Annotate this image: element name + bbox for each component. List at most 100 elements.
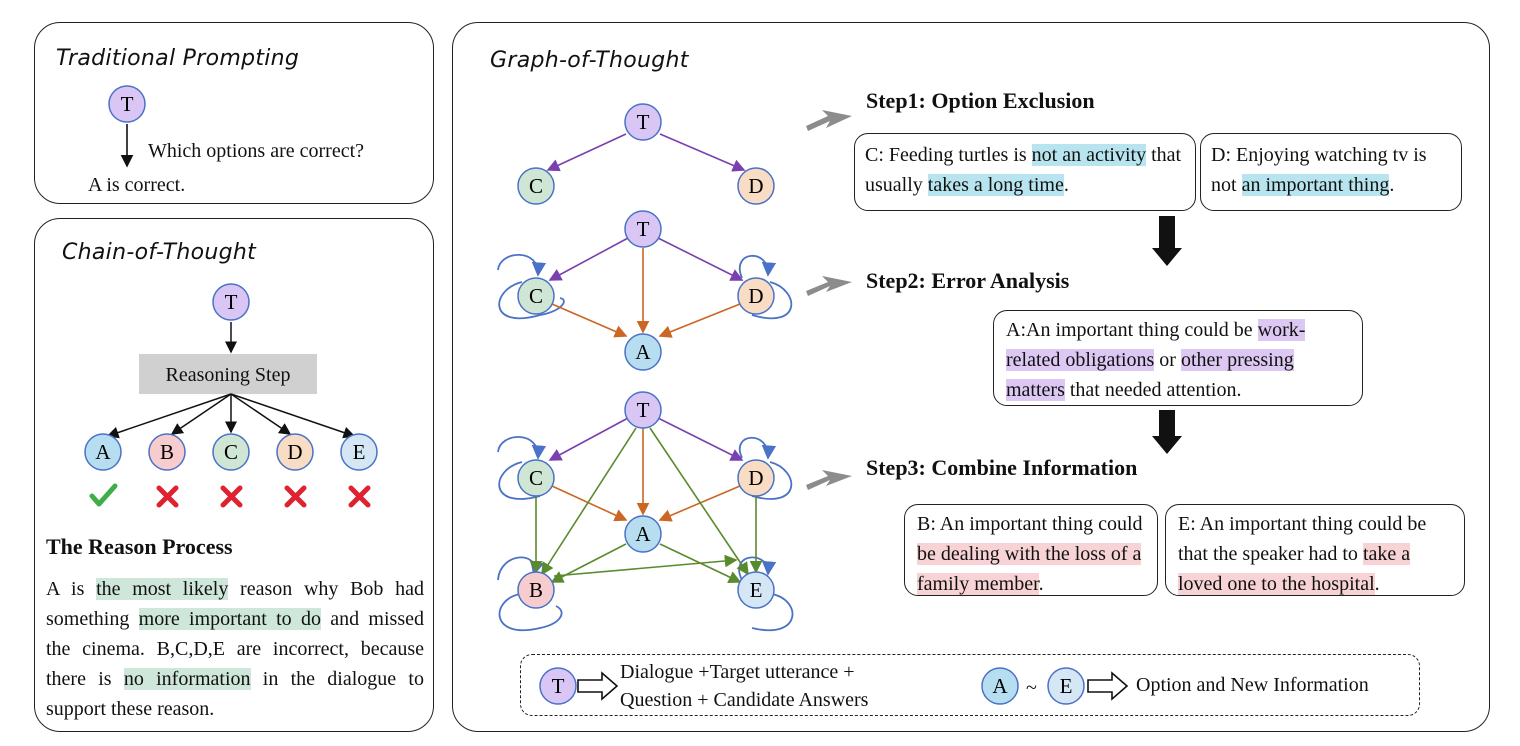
cot-node-c: C xyxy=(212,433,250,471)
traditional-question: Which options are correct? xyxy=(148,140,365,162)
svg-text:D: D xyxy=(748,174,763,198)
black-down-arrow-1 xyxy=(1152,216,1182,266)
svg-text:T: T xyxy=(637,217,650,241)
chain-of-thought-title: Chain-of-Thought xyxy=(62,240,257,265)
svg-text:D: D xyxy=(287,440,302,464)
got-node-d: D xyxy=(737,277,775,315)
svg-text:T: T xyxy=(552,674,565,698)
traditional-answer: A is correct. xyxy=(88,174,186,196)
cot-node-d: D xyxy=(276,433,314,471)
traditional-node-t: T xyxy=(108,85,146,123)
step2-option-a-box: A:An important thing could be work-relat… xyxy=(993,310,1363,406)
svg-text:C: C xyxy=(529,284,543,308)
svg-text:C: C xyxy=(529,466,543,490)
reasoning-step-label: Reasoning Step xyxy=(165,364,291,386)
svg-text:A: A xyxy=(992,674,1008,698)
step3-title: Step3: Combine Information xyxy=(866,455,1138,480)
svg-text:B: B xyxy=(160,440,174,464)
option-d-text: D: Enjoying watching tv is not xyxy=(1211,144,1427,196)
option-e-text: . xyxy=(1374,573,1380,595)
svg-text:A: A xyxy=(635,340,651,364)
svg-text:D: D xyxy=(748,466,763,490)
svg-text:C: C xyxy=(224,440,238,464)
grey-pointer-arrow-step3 xyxy=(806,470,852,490)
got-graph-step1: T C D xyxy=(517,103,775,205)
option-c-highlight: not an activity xyxy=(1031,144,1147,166)
option-a-text: that needed attention. xyxy=(1064,379,1242,401)
reason-highlight: more important to do xyxy=(138,608,321,630)
got-graph-step3: T C D A B E xyxy=(497,391,794,631)
svg-text:T: T xyxy=(121,92,134,116)
cot-node-t: T xyxy=(212,283,250,321)
cot-fan-arrows xyxy=(106,393,356,439)
reason-process-text: A is the most likely reason why Bob had … xyxy=(46,574,424,724)
black-down-arrow-2 xyxy=(1152,410,1182,454)
option-c-text: . xyxy=(1063,174,1069,196)
legend-ae-text: Option and New Information xyxy=(1136,674,1369,696)
graph-of-thought-title: Graph-of-Thought xyxy=(490,48,689,73)
got-node-a: A xyxy=(624,333,662,371)
option-e-text: E: An important thing could be that the … xyxy=(1178,513,1427,565)
legend-t-text-1: Dialogue +Target utterance + xyxy=(620,661,855,683)
option-d-text: . xyxy=(1389,174,1395,196)
cross-icon xyxy=(220,485,243,508)
got-node-c: C xyxy=(517,167,555,205)
cot-node-a: A xyxy=(84,433,122,471)
reason-text: reason why Bob had something xyxy=(46,578,424,630)
svg-text:E: E xyxy=(750,578,763,602)
svg-text:A: A xyxy=(95,440,111,464)
legend-box xyxy=(520,654,1420,716)
svg-text:T: T xyxy=(637,398,650,422)
got-node-t: T xyxy=(624,210,662,248)
legend-node-a: A xyxy=(981,667,1019,705)
step3-option-b-box: B: An important thing could be dealing w… xyxy=(904,504,1158,596)
reason-text: in the dialogue to support these reason. xyxy=(46,668,424,720)
legend-hollow-arrow-icon xyxy=(577,671,619,701)
got-graph-step2: T C D A xyxy=(497,210,793,371)
got-node-b: B xyxy=(517,571,555,609)
step2-title: Step2: Error Analysis xyxy=(866,268,1070,293)
svg-text:C: C xyxy=(529,174,543,198)
reason-text: A is xyxy=(46,578,97,600)
cot-node-e: E xyxy=(340,433,378,471)
got-node-t: T xyxy=(624,103,662,141)
option-a-text: or xyxy=(1154,349,1181,371)
legend-node-e: E xyxy=(1047,667,1085,705)
legend-tilde: ~ xyxy=(1026,677,1037,699)
option-b-text: B: An important thing could xyxy=(917,513,1143,535)
got-node-a: A xyxy=(624,515,662,553)
svg-text:A: A xyxy=(635,522,651,546)
cross-icon xyxy=(348,485,371,508)
got-node-c: C xyxy=(517,277,555,315)
reason-highlight: no information xyxy=(123,668,251,690)
traditional-prompting-title: Traditional Prompting xyxy=(56,46,300,71)
traditional-prompting-panel xyxy=(34,22,434,204)
got-node-c: C xyxy=(517,459,555,497)
reason-text: and missed the cinema. B,C,D,E are incor… xyxy=(46,608,424,690)
grey-pointer-arrow-step1 xyxy=(806,110,852,131)
step1-option-c-box: C: Feeding turtles is not an activity th… xyxy=(854,133,1196,211)
step3-option-e-box: E: An important thing could be that the … xyxy=(1165,504,1465,596)
cot-node-b: B xyxy=(148,433,186,471)
option-c-text: that usually xyxy=(865,144,1182,196)
reasoning-step-box xyxy=(139,354,317,394)
got-node-t: T xyxy=(624,391,662,429)
option-c-text: C: Feeding turtles is xyxy=(865,144,1032,166)
svg-text:T: T xyxy=(637,110,650,134)
option-a-text: A:An important thing could be xyxy=(1006,319,1258,341)
svg-text:D: D xyxy=(748,284,763,308)
got-node-e: E xyxy=(737,571,775,609)
legend-hollow-arrow-icon xyxy=(1087,671,1129,701)
legend-node-t: T xyxy=(539,667,577,705)
svg-text:T: T xyxy=(225,290,238,314)
svg-text:E: E xyxy=(1060,674,1073,698)
cross-icon xyxy=(156,485,179,508)
reason-highlight: the most likely xyxy=(96,578,229,600)
got-node-d: D xyxy=(737,167,775,205)
option-d-highlight: an important thing xyxy=(1241,174,1390,196)
step1-option-d-box: D: Enjoying watching tv is not an import… xyxy=(1200,133,1462,211)
option-c-highlight: takes a long time xyxy=(927,174,1064,196)
check-icon xyxy=(89,483,118,507)
svg-text:B: B xyxy=(529,578,543,602)
